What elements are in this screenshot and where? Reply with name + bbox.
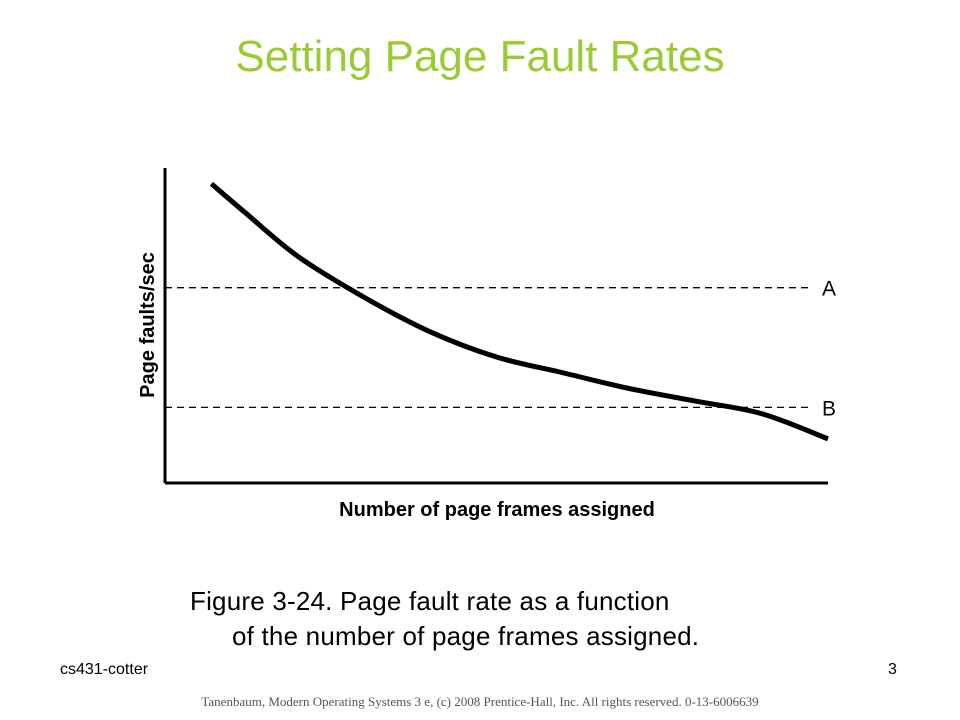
chart-axes bbox=[163, 168, 828, 485]
y-axis-label: Page faults/sec bbox=[137, 252, 159, 398]
caption-line-1: Figure 3-24. Page fault rate as a functi… bbox=[190, 586, 670, 616]
slide-title: Setting Page Fault Rates bbox=[235, 32, 725, 81]
figure-caption: Figure 3-24. Page fault rate as a functi… bbox=[190, 584, 830, 654]
series-line-0 bbox=[209, 181, 829, 442]
footer-course: cs431-cotter bbox=[60, 661, 149, 678]
reference-label-a: A bbox=[822, 278, 836, 301]
reference-label-b: B bbox=[822, 397, 836, 420]
slide-number: 3 bbox=[888, 661, 897, 678]
copyright-notice: Tanenbaum, Modern Operating Systems 3 e,… bbox=[201, 694, 759, 709]
caption-line-2: of the number of page frames assigned. bbox=[232, 621, 700, 651]
x-axis-label: Number of page frames assigned bbox=[339, 499, 655, 521]
